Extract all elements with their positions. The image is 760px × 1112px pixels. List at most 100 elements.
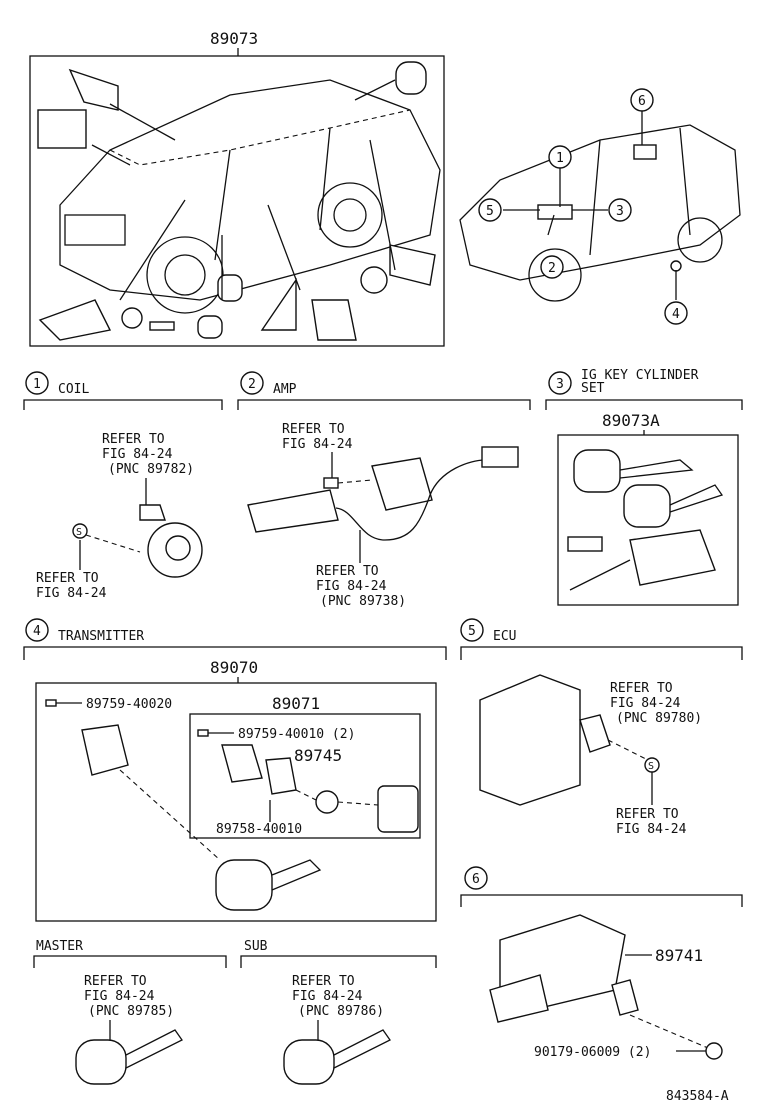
vehicle-illustration-left [37, 61, 441, 341]
coil-screw-marker-icon [72, 523, 88, 539]
sub-key-icon [283, 1039, 335, 1085]
svg-text:FIG 84-24: FIG 84-24 [84, 989, 155, 1004]
svg-text:(PNC 89786): (PNC 89786) [298, 1004, 384, 1019]
svg-text:(PNC 89785): (PNC 89785) [88, 1004, 174, 1019]
coil-number: 1 [33, 377, 41, 392]
coil-bracket-icon [139, 504, 166, 521]
key-thumb-icon [217, 274, 243, 302]
amp-unit-icon [371, 457, 433, 511]
svg-text:REFER TO: REFER TO [84, 974, 147, 989]
svg-text:FIG 84-24: FIG 84-24 [36, 586, 107, 601]
svg-text:FIG 84-24: FIG 84-24 [282, 437, 353, 452]
svg-text:5: 5 [468, 624, 476, 639]
section-coil: 1 COIL REFER TO FIG 84-24 (PNC 89782) S … [23, 371, 223, 601]
ecu-unit-icon [479, 674, 581, 806]
svg-text:FIG 84-24: FIG 84-24 [292, 989, 363, 1004]
svg-text:2: 2 [248, 377, 256, 392]
ecu-thumb-icon [37, 109, 87, 149]
vehicle-illustration-right [459, 110, 741, 302]
overview-callout-1: 1 [548, 145, 572, 169]
svg-text:4: 4 [672, 307, 680, 322]
svg-text:S: S [648, 761, 654, 772]
master-title: MASTER [36, 939, 83, 954]
coil-title: COIL [58, 382, 89, 397]
section-transmitter: 4 TRANSMITTER 89070 89759-40020 89071 89… [23, 618, 447, 922]
amp-title: AMP [273, 382, 297, 397]
svg-text:89759-40010 (2): 89759-40010 (2) [238, 727, 355, 742]
amp-screw-icon [323, 477, 339, 489]
section-master: MASTER REFER TO FIG 84-24 (PNC 89785) [33, 939, 227, 1085]
sub-title: SUB [244, 939, 268, 954]
svg-text:6: 6 [472, 872, 480, 887]
svg-text:2: 2 [548, 261, 556, 276]
ecu-bracket-icon [579, 714, 611, 753]
transmitter-title: TRANSMITTER [58, 629, 144, 644]
module-part-number: 89741 [655, 946, 703, 965]
ig-key-2-icon [623, 484, 671, 528]
master-key-icon [75, 1039, 127, 1085]
svg-text:3: 3 [556, 377, 564, 392]
svg-text:6: 6 [638, 94, 646, 109]
transmitter-inner-frame [189, 713, 421, 839]
overview-callout-4: 4 [664, 301, 688, 325]
svg-text:REFER TO: REFER TO [616, 807, 679, 822]
gasket-icon [265, 757, 297, 795]
overview-part-number: 89073 [210, 29, 258, 48]
amp-connector-icon [247, 489, 339, 533]
svg-text:FIG 84-24: FIG 84-24 [316, 579, 387, 594]
svg-text:REFER TO: REFER TO [292, 974, 355, 989]
ecu-title: ECU [493, 629, 516, 644]
svg-text:REFER TO: REFER TO [610, 681, 673, 696]
svg-text:REFER TO: REFER TO [102, 432, 165, 447]
transmitter-board-icon [377, 785, 419, 833]
svg-text:SET: SET [581, 381, 605, 396]
svg-text:IG KEY CYLINDER: IG KEY CYLINDER [581, 368, 699, 383]
svg-text:1: 1 [556, 151, 564, 166]
svg-text:3: 3 [616, 204, 624, 219]
battery-icon [315, 790, 339, 814]
ig-key-part-number: 89073A [602, 411, 660, 430]
svg-text:(PNC 89780): (PNC 89780) [616, 711, 702, 726]
svg-text:(PNC 89738): (PNC 89738) [320, 594, 406, 609]
coil-thumb-icon [38, 299, 112, 341]
ig-key-cylinder-icon [629, 529, 716, 586]
module-bolt-icon [705, 1042, 723, 1060]
transmitter-frame [35, 682, 437, 922]
cap-thumb-icon [395, 61, 427, 95]
svg-text:89759-40020: 89759-40020 [86, 697, 172, 712]
ig-key-frame [557, 434, 739, 606]
overview-callout-3: 3 [608, 198, 632, 222]
svg-text:S: S [76, 527, 82, 538]
battery-part-number: 89745 [294, 746, 342, 765]
svg-text:89758-40010: 89758-40010 [216, 822, 302, 837]
section-ecu: 5 ECU REFER TO FIG 84-24 (PNC 89780) S R… [460, 618, 743, 837]
diagram-code: 843584-A [666, 1089, 729, 1104]
svg-text:FIG 84-24: FIG 84-24 [102, 447, 173, 462]
transmitter-cover-icon [221, 744, 263, 783]
overview-callout-5: 5 [478, 198, 502, 222]
section-amp: 2 AMP REFER TO FIG 84-24 REFER TO FIG 84… [237, 371, 531, 609]
amp-plug-icon [481, 446, 519, 468]
svg-text:(PNC 89782): (PNC 89782) [108, 462, 194, 477]
svg-text:FIG 84-24: FIG 84-24 [616, 822, 687, 837]
overview-frame [29, 55, 445, 347]
section-six: 6 89741 90179-06009 (2) [460, 866, 743, 1060]
svg-text:90179-06009 (2): 90179-06009 (2) [534, 1045, 651, 1060]
module-bracket-icon [489, 974, 549, 1023]
svg-text:5: 5 [486, 204, 494, 219]
cylinder-thumb-icon [311, 299, 357, 341]
section-ig-key: 3 IG KEY CYLINDER SET 89073A [545, 368, 743, 606]
transmitter-case-icon [81, 724, 129, 776]
transmitter-part-number: 89070 [210, 658, 258, 677]
transmitter-key-icon [215, 859, 273, 911]
ig-key-1-icon [573, 449, 621, 493]
svg-text:FIG 84-24: FIG 84-24 [610, 696, 681, 711]
svg-text:REFER TO: REFER TO [316, 564, 379, 579]
overview-callout-2: 2 [540, 255, 564, 279]
svg-text:REFER TO: REFER TO [282, 422, 345, 437]
transmitter-inner-part-number: 89071 [272, 694, 320, 713]
svg-text:REFER TO: REFER TO [36, 571, 99, 586]
overview-callout-6: 6 [630, 88, 654, 112]
svg-text:4: 4 [33, 624, 41, 639]
